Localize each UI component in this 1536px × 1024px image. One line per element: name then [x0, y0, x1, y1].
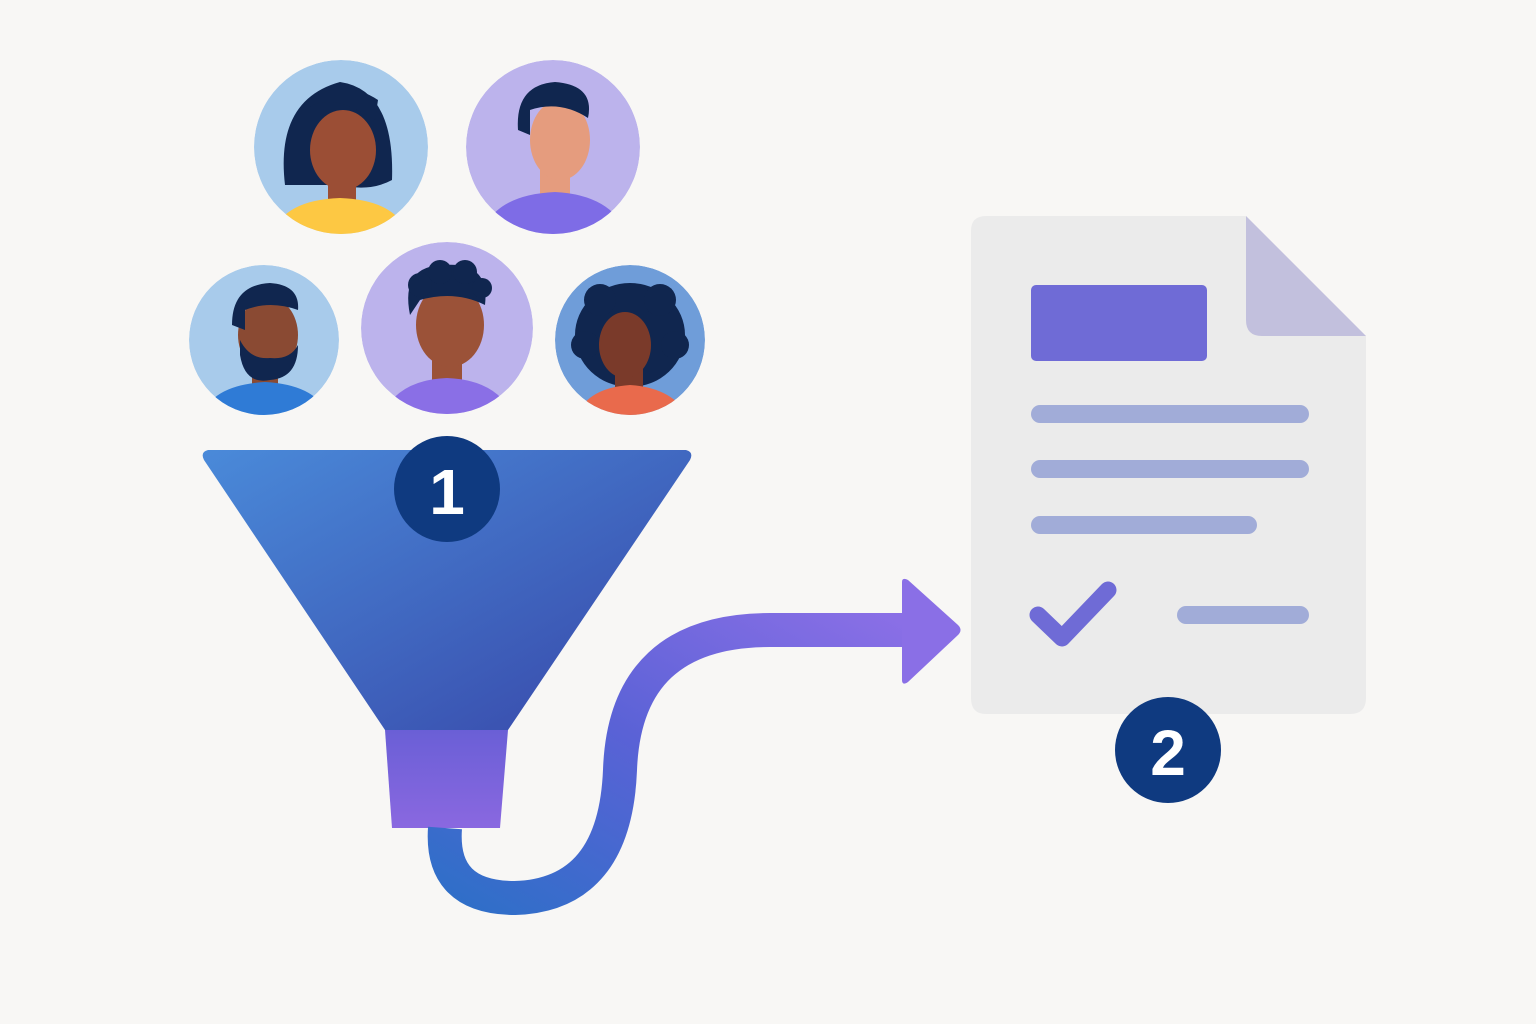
arrow-head-icon: [902, 578, 961, 684]
document-icon: [971, 216, 1366, 714]
step-number-2: 2: [1150, 717, 1186, 789]
document-line: [1031, 405, 1309, 423]
funnel: [202, 450, 692, 828]
avatar-bearded-man-blue-shirt: [189, 265, 339, 415]
step-badge-1: 1: [394, 436, 500, 542]
document-line: [1031, 460, 1309, 478]
curved-arrow: [427, 578, 961, 916]
document-fold: [1246, 216, 1366, 336]
avatar-woman-yellow-shirt: [254, 60, 428, 234]
step-number-1: 1: [429, 456, 465, 528]
funnel-spout: [385, 730, 508, 828]
checkmark-icon: [1029, 581, 1117, 647]
avatar-woman-curly-hair-orange-shirt: [555, 265, 705, 415]
document-line: [1031, 516, 1257, 534]
step-badge-2: 2: [1115, 697, 1221, 803]
avatar-man-purple-shirt: [466, 60, 640, 234]
document-line: [1177, 606, 1309, 624]
document-header-block: [1031, 285, 1207, 361]
avatar-man-curly-hair-purple-shirt: [361, 242, 533, 414]
